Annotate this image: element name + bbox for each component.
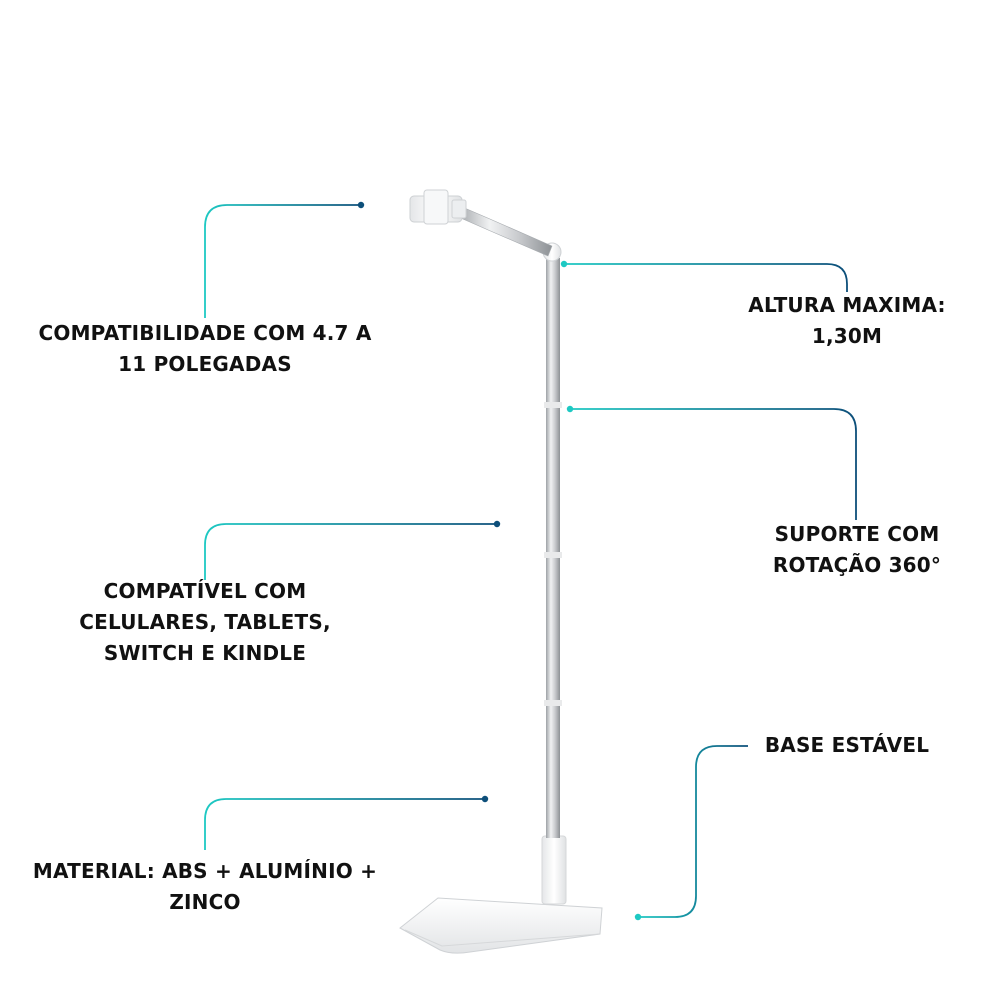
label-line: ROTAÇÃO 360° <box>772 553 942 577</box>
callout-altura <box>560 260 848 292</box>
stand-base <box>399 897 603 954</box>
label-line: MATERIAL: ABS + ALUMÍNIO + <box>32 859 378 883</box>
label-rotacao: SUPORTE COM ROTAÇÃO 360° <box>737 519 977 581</box>
callout-base <box>634 745 748 921</box>
label-line: 11 POLEGADAS <box>118 352 292 376</box>
label-material: MATERIAL: ABS + ALUMÍNIO + ZINCO <box>25 856 385 918</box>
callout-devices <box>204 520 501 580</box>
stand-arm <box>455 205 553 257</box>
stand-pole <box>546 258 560 838</box>
label-line: SWITCH E KINDLE <box>103 641 307 665</box>
callout-rotacao <box>566 405 857 520</box>
callout-compat-size <box>204 201 365 318</box>
phone-clamp <box>409 189 467 225</box>
label-line: ALTURA MAXIMA: <box>748 293 946 317</box>
label-line: SUPORTE COM <box>774 522 940 546</box>
label-line: COMPATIBILIDADE COM 4.7 A <box>38 321 372 345</box>
floor-stand <box>399 189 603 954</box>
label-altura: ALTURA MAXIMA: 1,30M <box>722 290 972 352</box>
label-line: 1,30M <box>811 324 883 348</box>
label-line: COMPATÍVEL COM <box>103 579 307 603</box>
label-line: ZINCO <box>169 890 241 914</box>
label-line: BASE ESTÁVEL <box>764 733 930 757</box>
label-devices: COMPATÍVEL COM CELULARES, TABLETS, SWITC… <box>60 576 350 669</box>
callout-material <box>204 795 489 850</box>
label-base: BASE ESTÁVEL <box>737 730 957 761</box>
stand-collar <box>541 835 567 905</box>
label-compat-size: COMPATIBILIDADE COM 4.7 A 11 POLEGADAS <box>30 318 380 380</box>
label-line: CELULARES, TABLETS, <box>79 610 331 634</box>
